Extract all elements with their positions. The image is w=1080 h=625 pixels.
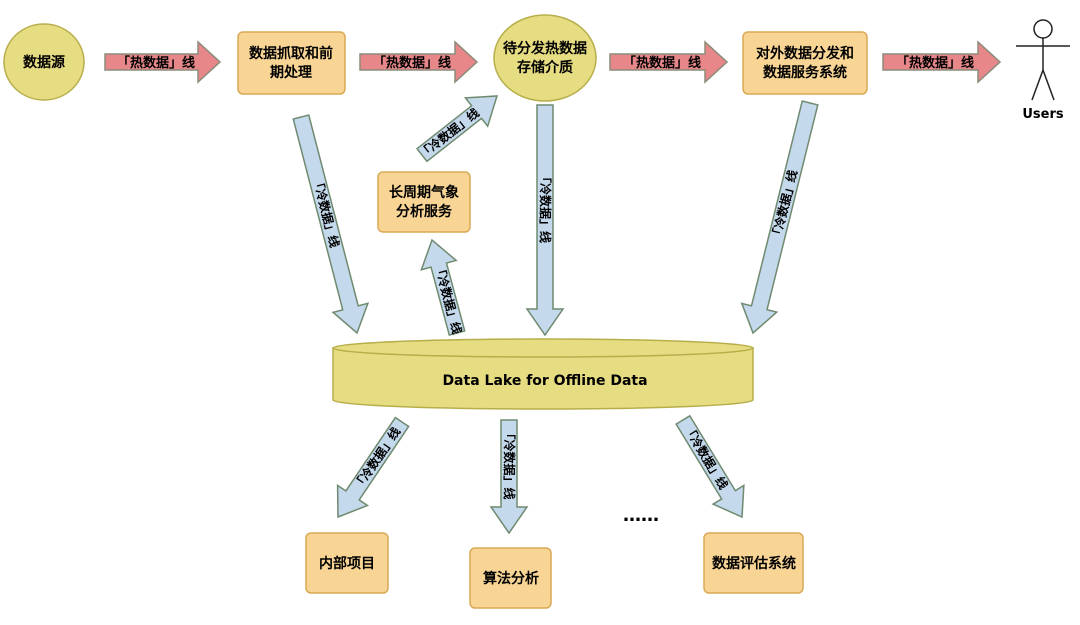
cold-arrow-storage-to-lake: 「冷数据」线	[525, 104, 565, 337]
data-lake-cylinder: Data Lake for Offline Data	[332, 338, 754, 410]
node-data-evaluation: 数据评估系统	[703, 532, 804, 594]
node-hot-storage-label-2: 存储介质	[517, 59, 573, 76]
cold-arrow-lake-to-internal-shape	[336, 416, 410, 519]
cold-arrow-distribution-to-lake-label: 「冷数据」线	[768, 169, 800, 243]
cold-arrow-lake-to-weather-shape	[420, 238, 466, 336]
cold-arrow-lake-to-evaluation-label: 「冷数据」线	[681, 422, 731, 491]
node-hot-storage-label-1: 待分发热数据	[503, 40, 587, 57]
node-fetch-preprocess: 数据抓取和前 期处理	[237, 31, 346, 95]
cold-arrow-lake-to-algorithm-label: 「冷数据」线	[502, 427, 517, 499]
node-distribution-label-1: 对外数据分发和	[756, 45, 854, 62]
node-data-source: 数据源	[3, 23, 85, 101]
cold-arrow-storage-to-lake-shape	[525, 104, 565, 337]
node-weather-label-1: 长周期气象	[389, 184, 459, 201]
hot-arrow-4: 「热数据」线	[882, 40, 1002, 84]
node-weather-label-2: 分析服务	[396, 203, 453, 220]
hot-arrow-2: 「热数据」线	[359, 40, 479, 84]
node-fetch-preprocess-label-1: 数据抓取和前	[249, 45, 333, 62]
cold-arrow-distribution-to-lake: 「冷数据」线	[740, 100, 819, 335]
cold-arrows: 「冷数据」线「冷数据」线「冷数据」线「冷数据」线「冷数据」线「冷数据」线「冷数据…	[292, 95, 819, 535]
hot-arrow-4-label: 「热数据」线	[896, 55, 974, 71]
cold-arrow-lake-to-algorithm-shape	[489, 419, 529, 535]
cold-arrow-lake-to-weather-label: 「冷数据」线	[432, 262, 465, 335]
node-algorithm-analysis: 算法分析	[469, 547, 552, 609]
hot-arrow-3: 「热数据」线	[609, 40, 729, 84]
node-fetch-preprocess-label-2: 期处理	[270, 64, 312, 81]
users-label: Users	[1022, 107, 1064, 122]
node-distribution-label-2: 数据服务系统	[763, 64, 847, 81]
node-distribution-service: 对外数据分发和 数据服务系统	[742, 31, 868, 95]
cold-arrow-lake-to-internal: 「冷数据」线	[336, 416, 410, 519]
hot-arrow-3-label: 「热数据」线	[623, 55, 701, 71]
data-lake-label: Data Lake for Offline Data	[442, 373, 647, 389]
node-internal-projects-label: 内部项目	[319, 555, 375, 572]
cold-arrow-lake-to-evaluation-shape	[675, 414, 745, 519]
cold-arrow-distribution-to-lake-shape	[740, 100, 819, 335]
node-data-evaluation-label: 数据评估系统	[712, 555, 796, 572]
cold-arrow-fetch-to-lake: 「冷数据」线	[292, 114, 370, 335]
cold-arrow-lake-to-evaluation: 「冷数据」线	[675, 414, 745, 519]
cold-arrow-storage-to-lake-label: 「冷数据」线	[538, 171, 553, 243]
cold-arrow-fetch-to-lake-label: 「冷数据」线	[310, 176, 343, 249]
node-data-source-label: 数据源	[23, 54, 65, 71]
users-actor-icon	[1016, 19, 1070, 101]
cold-arrow-lake-to-internal-label: 「冷数据」线	[351, 424, 404, 492]
node-hot-storage: 待分发热数据 存储介质	[493, 14, 597, 102]
cold-arrow-weather-to-storage: 「冷数据」线	[416, 95, 499, 163]
node-internal-projects: 内部项目	[305, 532, 389, 594]
hot-arrow-2-label: 「热数据」线	[373, 55, 451, 71]
node-long-cycle-weather: 长周期气象 分析服务	[377, 171, 471, 233]
cold-arrow-weather-to-storage-shape	[416, 95, 499, 163]
node-algorithm-label: 算法分析	[483, 570, 539, 587]
hot-arrow-1-label: 「热数据」线	[117, 55, 195, 71]
cold-arrow-lake-to-algorithm: 「冷数据」线	[489, 419, 529, 535]
ellipsis-text: ……	[623, 505, 659, 526]
hot-arrow-1: 「热数据」线	[104, 40, 222, 84]
cold-arrow-lake-to-weather: 「冷数据」线	[420, 238, 466, 336]
cold-arrow-fetch-to-lake-shape	[292, 114, 370, 335]
cold-arrow-weather-to-storage-label: 「冷数据」线	[416, 105, 482, 161]
